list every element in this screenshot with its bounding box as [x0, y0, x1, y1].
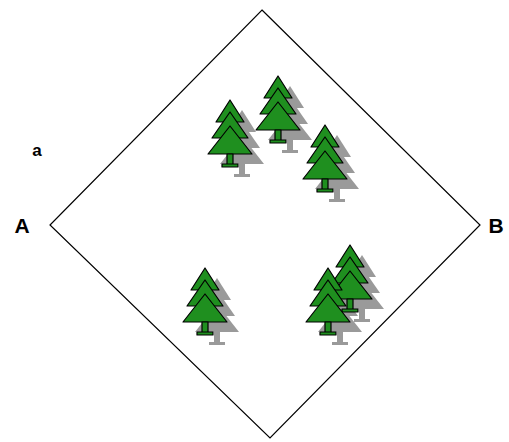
plot-boundary [50, 10, 480, 438]
trees [183, 76, 372, 335]
corner-label: A [14, 215, 29, 236]
side-label: a [32, 142, 41, 159]
corner-label: B [488, 215, 503, 236]
